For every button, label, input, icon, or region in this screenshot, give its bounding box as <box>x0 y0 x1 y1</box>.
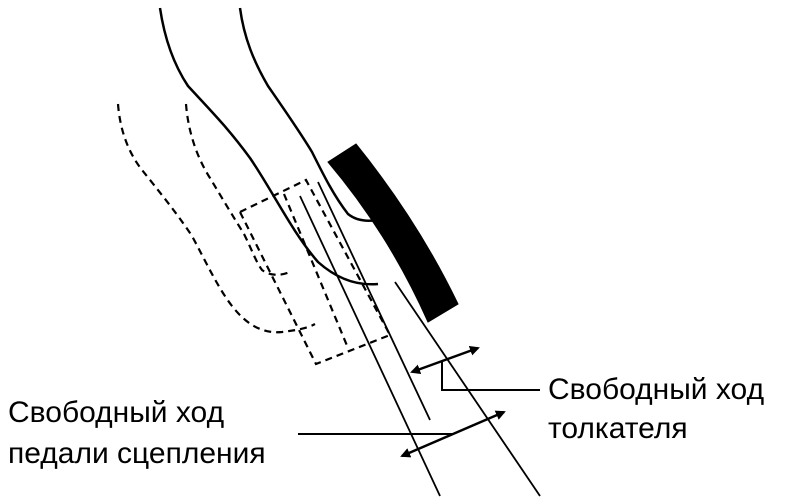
pushrod-line-2 <box>317 181 431 421</box>
pedal-stop-block <box>327 143 459 323</box>
pedal-free-play-label-line-1: Свободный ход <box>8 396 225 429</box>
pusher-free-play-arrow <box>410 346 480 374</box>
clevis-dashed-box <box>238 178 392 366</box>
pedal-lever-dashed-inner-edge <box>184 103 291 276</box>
pedal-free-play-arrow <box>400 410 506 458</box>
pedal-lever-released <box>158 7 387 286</box>
pedal-lever-outer-edge <box>158 7 379 286</box>
pedal-lever-depressed <box>116 103 316 334</box>
clevis-dashed-inner-line <box>282 193 350 349</box>
pusher-free-play-label-line-2: толкателя <box>548 412 688 445</box>
pushrod-clevis-depressed <box>238 178 392 366</box>
pusher-free-play-leader <box>441 362 540 391</box>
pedal-free-play-label-line-2: педали сцепления <box>8 437 266 470</box>
pedal-lever-inner-edge <box>238 7 387 222</box>
pedal-lever-dashed-outer-edge <box>116 103 316 334</box>
pusher-free-play-label-line-1: Свободный ход <box>548 373 765 406</box>
